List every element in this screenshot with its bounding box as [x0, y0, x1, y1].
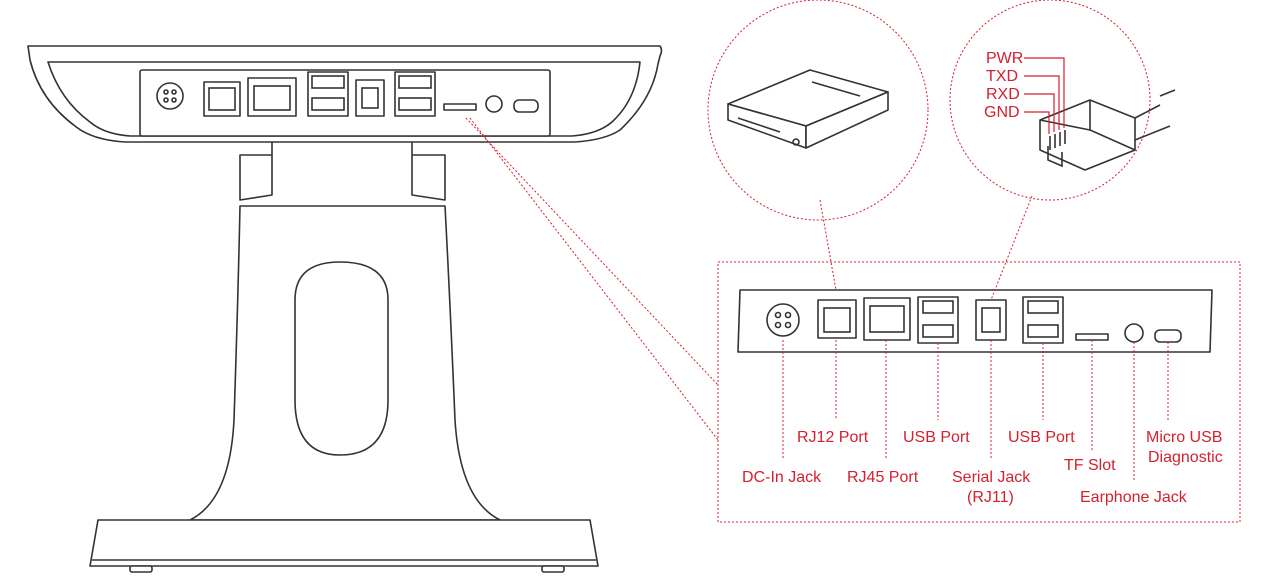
label-rj12: RJ12 Port [797, 429, 869, 446]
pinout-detail-bubble: PWR TXD RXD GND [949, 0, 1176, 301]
label-micro-usb-line2: Diagnostic [1148, 449, 1223, 466]
leader-lines [782, 340, 1169, 480]
label-micro-usb-line1: Micro USB [1146, 429, 1222, 446]
dc-in-jack-shape [766, 303, 800, 337]
label-usb-2: USB Port [1008, 429, 1075, 446]
label-usb-1: USB Port [903, 429, 970, 446]
earphone-jack-shape [1124, 323, 1144, 343]
callout-labels: DC-In Jack RJ12 Port RJ45 Port USB Port … [742, 429, 1223, 506]
tf-slot-shape [1075, 333, 1109, 341]
pin-label-rxd: RXD [986, 86, 1020, 103]
rj45-port-shape [863, 297, 911, 341]
port-panel-zoom [737, 289, 1213, 353]
micro-usb-shape [1154, 329, 1182, 343]
serial-jack-shape [975, 299, 1007, 341]
pin-label-pwr: PWR [986, 50, 1023, 67]
pin-label-txd: TXD [986, 68, 1018, 85]
label-rj45: RJ45 Port [847, 469, 919, 486]
usb-port-1-shape [917, 296, 959, 344]
label-serial-line2: (RJ11) [967, 489, 1014, 506]
zoom-guides [465, 117, 1241, 523]
label-dc-in: DC-In Jack [742, 469, 822, 486]
card-detail-bubble [707, 0, 929, 291]
label-serial-line1: Serial Jack [952, 469, 1031, 486]
pin-label-gnd: GND [984, 104, 1020, 121]
usb-port-2-shape [1022, 296, 1064, 344]
pos-terminal-illustration [27, 45, 663, 573]
label-tf-slot: TF Slot [1064, 457, 1116, 474]
label-earphone: Earphone Jack [1080, 489, 1188, 506]
